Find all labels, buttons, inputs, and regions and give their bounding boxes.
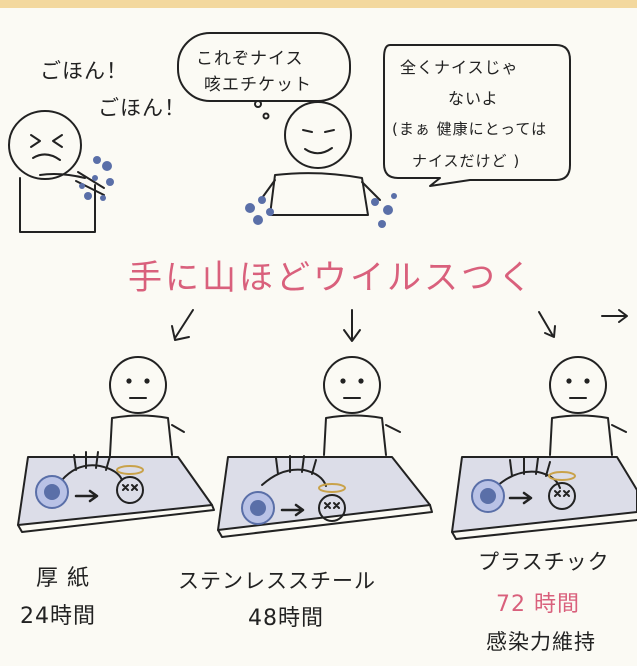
column3-material: プラスチック <box>478 550 610 574</box>
arrow-middle <box>343 309 361 342</box>
speech-line-1: これぞナイス <box>196 49 304 69</box>
column3-virus-transition <box>471 471 576 513</box>
column3-surface <box>451 456 637 540</box>
column2-material: ステンレススチール <box>178 569 376 593</box>
column3-person <box>549 356 627 456</box>
column1-virus-transition <box>35 465 144 509</box>
top-color-band <box>0 0 637 8</box>
retort-line-3: (まぁ 健康にとっては <box>392 120 548 138</box>
headline: 手に山ほどウイルスつく <box>128 258 535 298</box>
retort-line-4: ナイスだけど ) <box>412 152 521 170</box>
coughing-person-figure <box>8 110 105 233</box>
retort-bubble <box>383 44 571 187</box>
column3-note: 感染力維持 <box>486 630 596 654</box>
cough-particles <box>79 156 114 201</box>
cough-text-2: ごほん！ <box>98 96 186 120</box>
retort-line-1: 全くナイスじゃ <box>400 58 519 77</box>
arrow-left <box>171 309 194 341</box>
column2-person <box>323 356 401 456</box>
center-person-figure <box>261 101 381 216</box>
column3-time: 72 時間 <box>496 592 580 617</box>
column2-virus-transition <box>241 483 346 525</box>
column1-surface <box>17 451 215 533</box>
speech-bubble <box>177 32 351 102</box>
speech-line-2: 咳エチケット <box>204 75 312 95</box>
retort-line-2: ないよ <box>448 89 499 108</box>
cough-text-1: ごほん！ <box>40 59 128 83</box>
arrow-offpage <box>601 309 628 323</box>
column1-person <box>109 356 185 456</box>
arrow-right <box>538 311 556 338</box>
column2-time: 48時間 <box>248 606 324 631</box>
column1-time: 24時間 <box>20 604 96 629</box>
center-virus-particles <box>245 193 397 228</box>
column1-material: 厚 紙 <box>36 566 90 591</box>
